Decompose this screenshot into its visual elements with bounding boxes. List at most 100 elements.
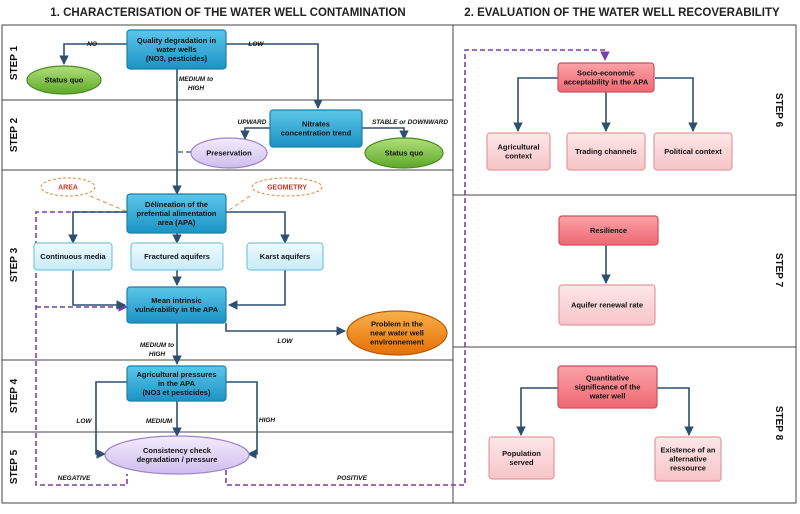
preservation-shape xyxy=(190,137,268,169)
population-shape xyxy=(488,436,555,480)
arrow-low-4 xyxy=(95,381,127,459)
edge-label-medium-high-1b: HIGH xyxy=(188,85,205,92)
apa-label: prefential alimentation xyxy=(136,209,216,218)
edge-label-positive: POSITIVE xyxy=(337,475,368,482)
socio-label: acceptability in the APA xyxy=(564,78,649,87)
edge-label-stable: STABLE or DOWNWARD xyxy=(372,119,448,126)
preservation-label: Preservation xyxy=(206,149,252,158)
agricultural-shape xyxy=(486,132,551,171)
quantitative-label: significance of the xyxy=(575,383,641,392)
arrow-karst-vuln xyxy=(228,270,286,310)
renewal-shape xyxy=(558,284,656,326)
arrow-agricultural xyxy=(513,77,558,132)
political-node: Political context xyxy=(653,132,733,171)
resilience-shape xyxy=(558,215,659,246)
continuous-label: Continuous media xyxy=(40,252,106,261)
step-4-label: STEP 4 xyxy=(9,378,20,413)
edge-label-medium: MEDIUM xyxy=(146,418,173,425)
statusQuo2-shape xyxy=(364,137,444,169)
apa-shape xyxy=(126,193,227,234)
resilience-label: Resilience xyxy=(590,226,627,235)
continuous-shape xyxy=(33,242,113,271)
population-label: served xyxy=(509,458,534,467)
edge-label-high: HIGH xyxy=(259,417,276,424)
vulnerability-shape xyxy=(126,286,227,324)
edge-label-upward: UPWARD xyxy=(238,119,267,126)
statusQuo1-node: Status quo xyxy=(26,65,102,95)
renewal-node: Aquifer renewal rate xyxy=(558,284,656,326)
apa-label: area (APA) xyxy=(158,218,196,227)
right-section-title: 2. EVALUATION OF THE WATER WELL RECOVERA… xyxy=(464,7,780,19)
arrow-upward xyxy=(240,127,270,140)
agricultural-label: context xyxy=(505,152,532,161)
socio-shape xyxy=(557,62,655,93)
arrow-political xyxy=(655,77,698,132)
step-1-label: STEP 1 xyxy=(9,45,20,80)
edge-label-negative: NEGATIVE xyxy=(58,475,91,482)
renewal-label: Aquifer renewal rate xyxy=(571,301,643,310)
edge-label-medium-high-2b: HIGH xyxy=(149,351,166,358)
existence-label: Existence of an xyxy=(660,446,715,455)
step-2-label: STEP 2 xyxy=(9,117,20,152)
trading-shape xyxy=(566,132,646,171)
fractured-node: Fractured aquifers xyxy=(130,242,224,271)
positive-feedback-line xyxy=(225,49,610,486)
step-5-label: STEP 5 xyxy=(9,449,20,484)
edge-label-low-3: LOW xyxy=(277,338,293,345)
quantitative-shape xyxy=(557,365,658,409)
fractured-label: Fractured aquifers xyxy=(144,252,210,261)
problem-label: environnement xyxy=(370,338,424,347)
karst-node: Karst aquifers xyxy=(246,242,324,271)
political-label: Political context xyxy=(664,147,722,156)
arrow-continuous xyxy=(68,211,127,244)
preservation-node: Preservation xyxy=(190,137,268,169)
apa-label: Délineation of the xyxy=(145,200,208,209)
geometry-label: GEOMETRY xyxy=(267,185,307,192)
consistency-label: degradation / pressure xyxy=(137,455,218,464)
arrow-existence xyxy=(656,387,694,436)
problem-shape xyxy=(346,310,448,356)
edge-label-medium-high-1a: MEDIUM to xyxy=(179,76,213,83)
continuous-node: Continuous media xyxy=(33,242,113,271)
karst-label: Karst aquifers xyxy=(260,252,310,261)
statusQuo2-label: Status quo xyxy=(385,149,424,158)
pressures-label: Agricultural pressures xyxy=(136,370,216,379)
step-7-label: STEP 7 xyxy=(773,253,784,288)
area-link xyxy=(89,195,129,213)
arrow-high xyxy=(226,381,258,459)
statusQuo2-node: Status quo xyxy=(364,137,444,169)
political-shape xyxy=(653,132,733,171)
nitrates-label: concentration trend xyxy=(281,129,352,138)
consistency-label: Consistency check xyxy=(143,446,212,455)
existence-label: ressource xyxy=(670,464,706,473)
problem-label: Problem in the xyxy=(371,320,423,329)
trading-node: Trading channels xyxy=(566,132,646,171)
arrow-population xyxy=(516,387,558,436)
step-3-label: STEP 3 xyxy=(9,247,20,282)
arrow-low-1 xyxy=(226,43,323,109)
edge-label-low-4: LOW xyxy=(76,418,92,425)
arrow-low-3 xyxy=(225,323,346,336)
area-node: AREA xyxy=(40,177,96,197)
quality-label: water wells xyxy=(155,45,196,54)
step-frames xyxy=(1,24,797,504)
geometry-link xyxy=(225,195,251,213)
step-8-label: STEP 8 xyxy=(773,406,784,441)
karst-shape xyxy=(246,242,324,271)
geometry-node: GEOMETRY xyxy=(251,177,323,197)
negative-feedback-line xyxy=(35,211,128,486)
arrow-stable xyxy=(362,127,409,140)
quality-label: (NO3, pesticides) xyxy=(146,54,208,63)
quality-label: Quality degradation in xyxy=(137,36,217,45)
